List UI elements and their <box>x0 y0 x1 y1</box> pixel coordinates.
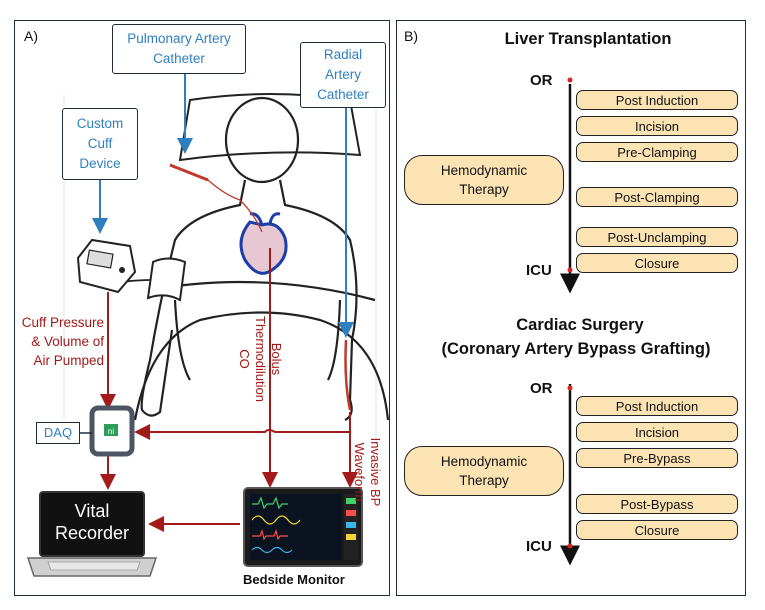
panel-b-label: B) <box>404 28 418 44</box>
liver-phase-closure: Closure <box>576 253 738 273</box>
cuff-device <box>76 238 137 294</box>
liver-phase-pre-clamping: Pre-Clamping <box>576 142 738 162</box>
bp-to-daq-arrow <box>134 424 350 440</box>
liver-therapy-box: Hemodynamic Therapy <box>404 155 564 205</box>
heart-icon <box>239 212 288 275</box>
laptop-icon <box>26 491 158 577</box>
cardiac-phase-post-bypass: Post-Bypass <box>576 494 738 514</box>
pulmonary-catheter-box: Pulmonary Artery Catheter <box>112 24 246 74</box>
panel-a-label: A) <box>24 28 38 44</box>
bp-cuff <box>146 257 187 302</box>
cardiac-phase-post-induction: Post Induction <box>576 396 738 416</box>
cardiac-or-dot <box>567 385 573 391</box>
cardiac-icu-label: ICU <box>526 538 552 555</box>
cardiac-therapy-box: Hemodynamic Therapy <box>404 446 564 496</box>
cardiac-title-line1: Cardiac Surgery <box>516 316 644 334</box>
liver-phase-incision: Incision <box>576 116 738 136</box>
cardiac-phase-pre-bypass: Pre-Bypass <box>576 448 738 468</box>
bedside-monitor-label: Bedside Monitor <box>243 572 345 587</box>
svg-text:ni: ni <box>108 427 114 436</box>
liver-or-dot <box>567 77 573 83</box>
daq-device: ni <box>89 405 135 457</box>
syringe-icon <box>169 163 263 233</box>
cardiac-phase-closure: Closure <box>576 520 738 540</box>
liver-title: Liver Transplantation <box>504 30 672 48</box>
radial-catheter-box: Radial Artery Catheter <box>300 42 386 108</box>
pillow <box>178 93 362 162</box>
invasive-bp-label: Invasive BP Waveform <box>352 437 383 507</box>
bolus-co-label: Bolus Thermodilution CO <box>237 316 284 402</box>
patient-outline <box>133 96 390 421</box>
cardiac-phase-incision: Incision <box>576 422 738 442</box>
liver-phase-post-clamping: Post-Clamping <box>576 187 738 207</box>
cuff-pressure-label: Cuff Pressure & Volume of Air Pumped <box>21 315 104 368</box>
liver-phase-post-unclamping: Post-Unclamping <box>576 227 738 247</box>
cardiac-title-line2: (Coronary Artery Bypass Grafting) <box>441 340 711 358</box>
daq-label: DAQ <box>36 422 80 444</box>
cuff-device-box: Custom Cuff Device <box>62 108 138 180</box>
liver-or-label: OR <box>530 72 553 89</box>
liver-icu-dot <box>567 267 573 273</box>
cardiac-icu-dot <box>567 543 573 549</box>
bedside-monitor-icon <box>243 487 363 567</box>
laptop-screen-text: Vital Recorder <box>54 501 130 543</box>
liver-icu-label: ICU <box>526 262 552 279</box>
cardiac-or-label: OR <box>530 380 553 397</box>
liver-phase-post-induction: Post Induction <box>576 90 738 110</box>
radial-line <box>344 339 352 411</box>
